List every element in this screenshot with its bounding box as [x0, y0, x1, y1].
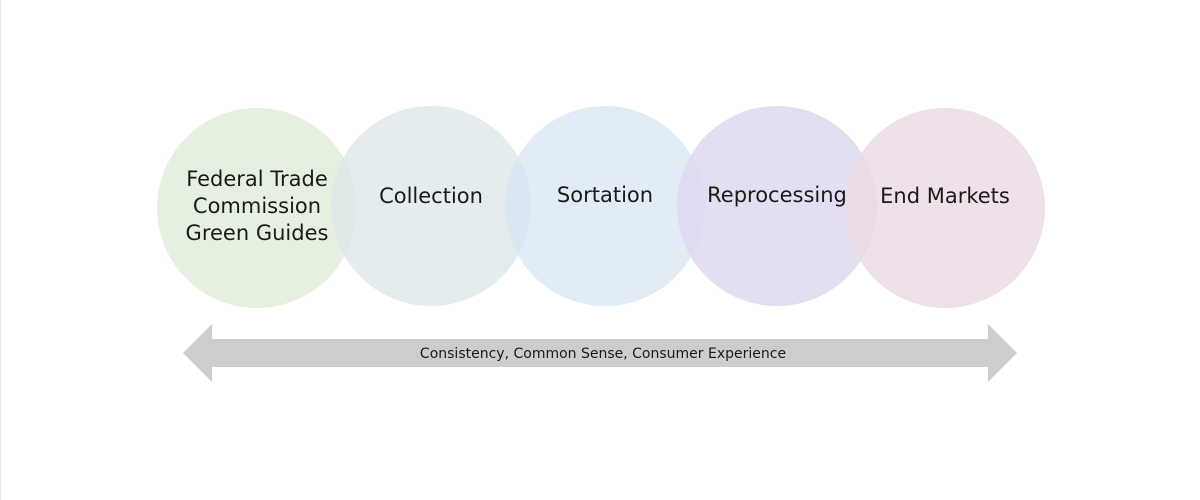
stage-circle-ftc-green-guides: [157, 108, 357, 308]
stage-label-line: Federal Trade: [186, 167, 328, 191]
arrow-caption: Consistency, Common Sense, Consumer Expe…: [419, 346, 787, 362]
stage-label-collection: Collection: [379, 184, 483, 208]
stage-circle-end-markets: [845, 108, 1045, 308]
stage-label-line: Commission: [192, 194, 322, 218]
stage-label-line: Green Guides: [185, 221, 329, 245]
stage-circle-collection: [331, 106, 531, 306]
double-arrow-shape: [183, 324, 1017, 382]
stage-label-end-markets: End Markets: [880, 184, 1010, 208]
stage-label-ftc-green-guides: Federal Trade Commission Green Guides: [157, 166, 357, 247]
stage-label-sortation: Sortation: [556, 183, 654, 207]
stage-label-reprocessing: Reprocessing: [707, 183, 847, 207]
stage-circle-sortation: [505, 106, 705, 306]
stage-circle-reprocessing: [677, 106, 877, 306]
page-left-border: [0, 0, 1, 500]
